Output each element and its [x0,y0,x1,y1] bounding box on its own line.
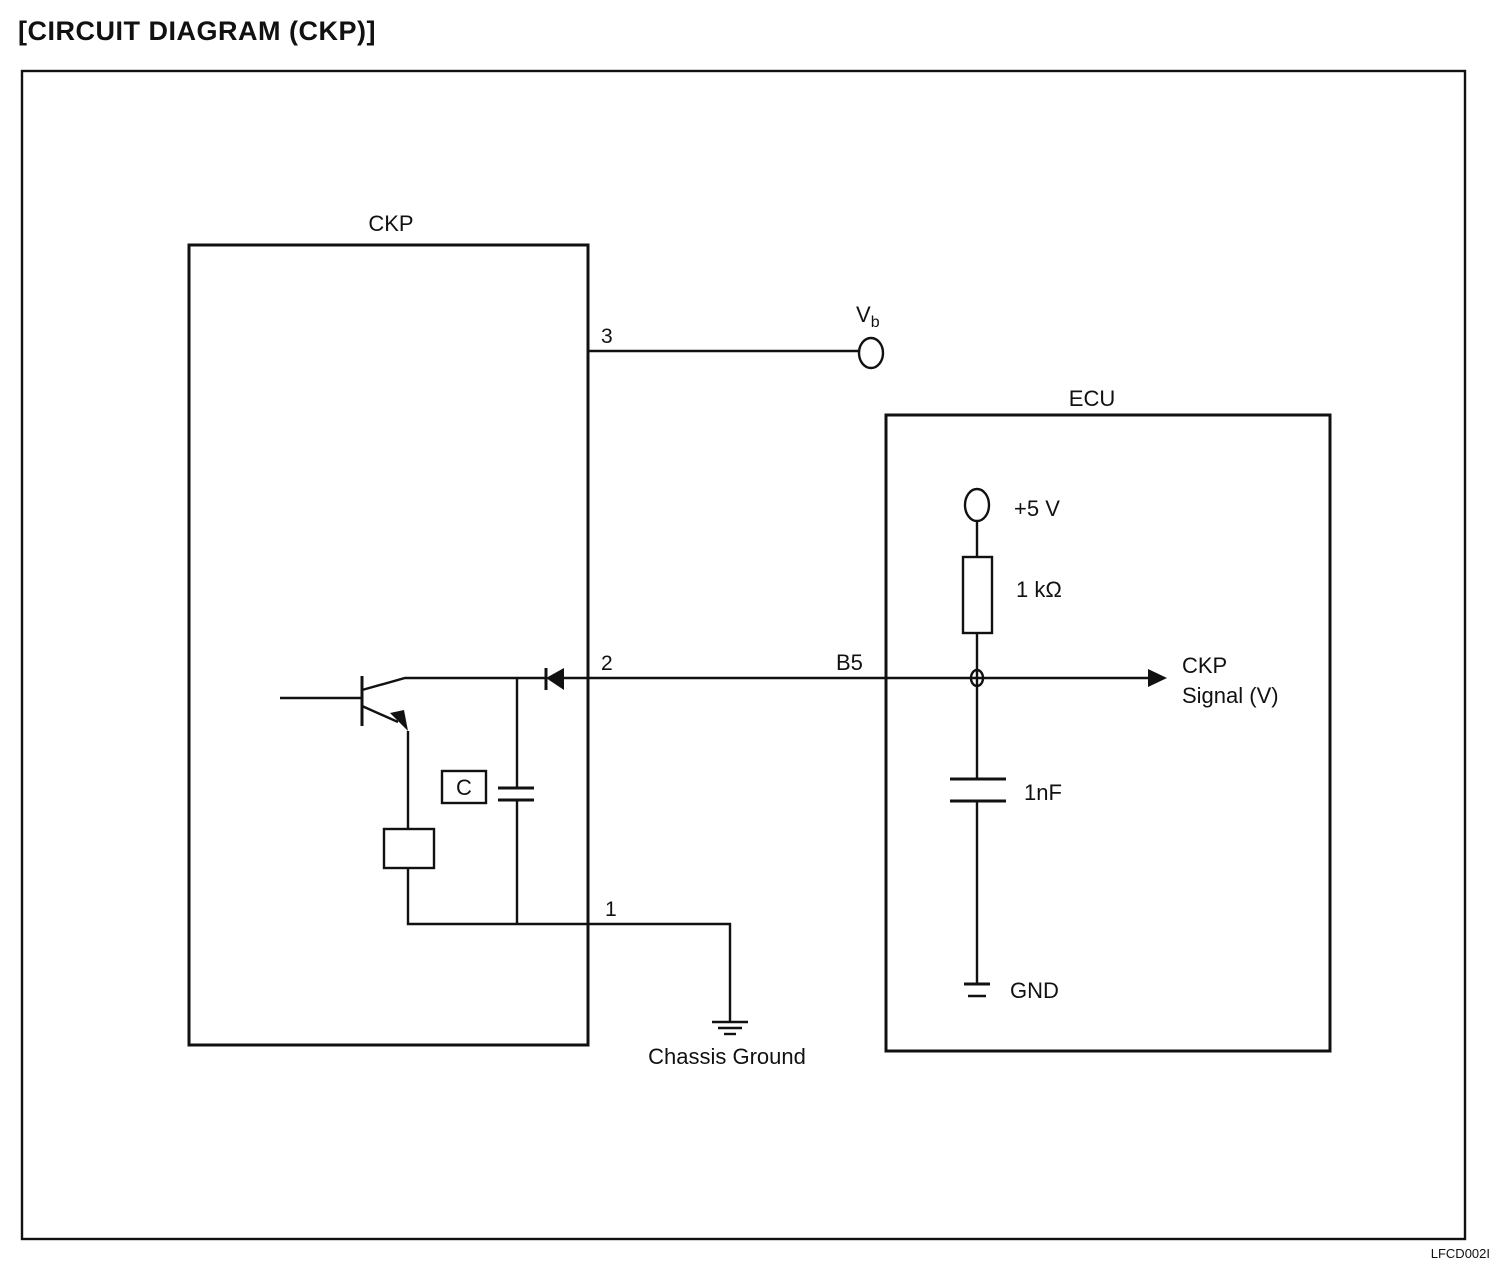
cap-c-label-box [440,769,488,805]
pullup-resistor [961,555,994,635]
coil-to-ground-wire [406,868,732,1022]
pin-1-label: 1 [605,898,617,921]
vb-label: Vb [856,302,880,331]
connector-label: B5 [836,650,863,675]
cap-c-label: C [456,775,472,800]
pin-2-label: 2 [601,652,613,675]
signal-arrow [1148,669,1167,687]
ecu-block [884,413,1332,1053]
page-title: [CIRCUIT DIAGRAM (CKP)] [18,16,376,46]
signal-label-line1: CKP [1182,653,1227,678]
vb-label-main: V [856,302,871,327]
pin-3-label: 3 [601,325,613,348]
diode-triangle [546,668,564,690]
ecu-cap-label: 1nF [1024,780,1062,805]
ckp-block [187,243,590,1047]
chassis-ground-label: Chassis Ground [648,1044,806,1069]
transistor-emitter-arrow [390,710,408,731]
diagram-frame [20,69,1467,1241]
supply-label: +5 V [1014,496,1060,521]
signal-label-line2: Signal (V) [1182,683,1279,708]
resistor-label: 1 kΩ [1016,577,1062,602]
ecu-block-label: ECU [1069,386,1115,411]
gnd-label: GND [1010,978,1059,1003]
figure-code: LFCD002I [1430,1246,1490,1261]
transistor-collector [361,676,518,692]
vb-label-sub: b [871,314,880,331]
junction-node [969,668,985,688]
sensor-coil [382,827,436,870]
ckp-block-label: CKP [368,211,413,236]
supply-terminal [963,487,991,523]
transistor-emitter [361,704,399,724]
vb-terminal [857,336,885,370]
